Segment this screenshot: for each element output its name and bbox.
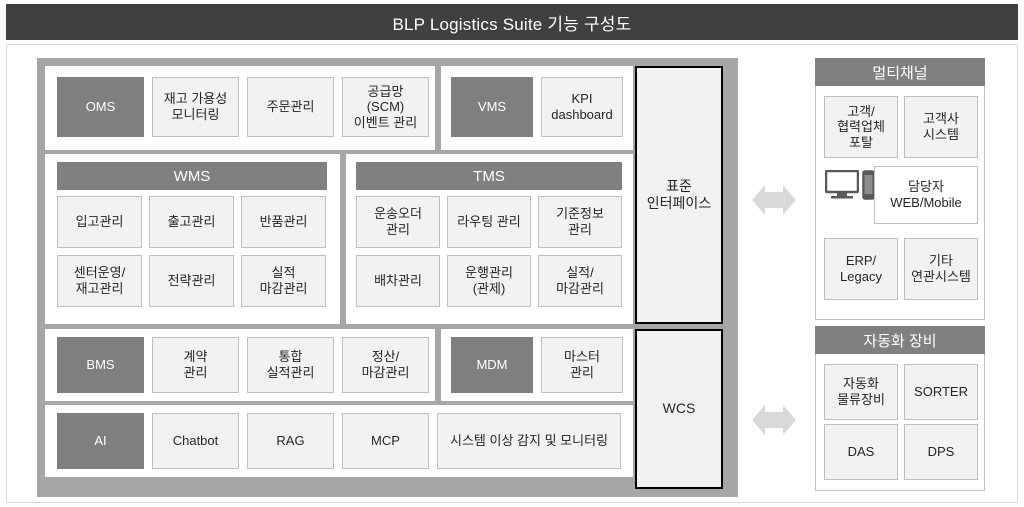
tile-dps[interactable]: DPS	[904, 424, 978, 480]
tile-mdm[interactable]: MDM	[451, 337, 533, 393]
tile-kpi-dashboard[interactable]: KPI dashboard	[541, 77, 623, 137]
automation-group: 자동화 장비 자동화 물류장비 SORTER DAS DPS	[815, 326, 985, 491]
automation-title: 자동화 장비	[815, 326, 985, 354]
tile-customer-system[interactable]: 고객사 시스템	[904, 96, 978, 158]
tile-chatbot[interactable]: Chatbot	[152, 413, 239, 469]
tile-tms-master-info[interactable]: 기준정보 관리	[538, 196, 622, 248]
tile-wms-strategy[interactable]: 전략관리	[149, 255, 234, 307]
tile-other-related-systems[interactable]: 기타 연관시스템	[904, 238, 978, 300]
tile-wms-returns[interactable]: 반품관리	[241, 196, 326, 248]
standard-interface-box[interactable]: 표준 인터페이스	[635, 66, 723, 324]
tile-wms-outbound[interactable]: 출고관리	[149, 196, 234, 248]
tile-tms-transport-order[interactable]: 운송오더 관리	[356, 196, 440, 248]
platform-container: OMS 재고 가용성 모니터링 주문관리 공급망 (SCM) 이벤트 관리 VM…	[37, 58, 738, 497]
tms-section-title: TMS	[356, 162, 622, 190]
bms-panel: BMS 계약 관리 통합 실적관리 정산/ 마감관리	[45, 329, 435, 401]
multichannel-title: 멀티채널	[815, 58, 985, 86]
tile-wms-performance-closing[interactable]: 실적 마감관리	[241, 255, 326, 307]
wcs-box[interactable]: WCS	[635, 329, 723, 489]
tile-tms-routing[interactable]: 라우팅 관리	[447, 196, 531, 248]
wms-section-title: WMS	[57, 162, 327, 190]
tile-inventory-availability-monitoring[interactable]: 재고 가용성 모니터링	[152, 77, 239, 137]
tile-sorter[interactable]: SORTER	[904, 364, 978, 420]
monitor-icon	[824, 169, 860, 205]
bidirectional-arrow-icon-bottom	[752, 399, 796, 441]
tile-tms-performance-closing[interactable]: 실적/ 마감관리	[538, 255, 622, 307]
bidirectional-arrow-icon-top	[752, 179, 796, 221]
tile-mcp[interactable]: MCP	[342, 413, 429, 469]
tile-system-anomaly-monitoring[interactable]: 시스템 이상 감지 및 모니터링	[437, 413, 621, 469]
tile-das[interactable]: DAS	[824, 424, 898, 480]
tile-tms-dispatch[interactable]: 배차관리	[356, 255, 440, 307]
tile-bms[interactable]: BMS	[57, 337, 144, 393]
oms-panel: OMS 재고 가용성 모니터링 주문관리 공급망 (SCM) 이벤트 관리	[45, 66, 435, 150]
tile-ai[interactable]: AI	[57, 413, 144, 469]
tile-order-management[interactable]: 주문관리	[247, 77, 334, 137]
mdm-panel: MDM 마스터 관리	[441, 329, 633, 401]
wms-panel: WMS 입고관리 출고관리 반품관리 센터운영/ 재고관리 전략관리 실적 마감…	[45, 154, 340, 324]
page-title: BLP Logistics Suite 기능 구성도	[6, 4, 1018, 40]
tile-settlement-closing[interactable]: 정산/ 마감관리	[342, 337, 429, 393]
tile-integrated-performance[interactable]: 통합 실적관리	[247, 337, 334, 393]
tile-erp-legacy[interactable]: ERP/ Legacy	[824, 238, 898, 300]
tile-staff-web-mobile[interactable]: 담당자 WEB/Mobile	[874, 166, 978, 224]
vms-panel: VMS KPI dashboard	[441, 66, 633, 150]
tile-vms[interactable]: VMS	[451, 77, 533, 137]
multichannel-body: 고객/ 협력업체 포탈 고객사 시스템	[815, 86, 985, 320]
tile-master-management[interactable]: 마스터 관리	[541, 337, 623, 393]
tile-tms-operation-control[interactable]: 운행관리 (관제)	[447, 255, 531, 307]
device-icons-group	[824, 169, 875, 205]
tms-panel: TMS 운송오더 관리 라우팅 관리 기준정보 관리 배차관리 운행관리 (관제…	[346, 154, 633, 324]
tile-automation-logistics-equipment[interactable]: 자동화 물류장비	[824, 364, 898, 420]
ai-panel: AI Chatbot RAG MCP 시스템 이상 감지 및 모니터링	[45, 405, 633, 477]
automation-body: 자동화 물류장비 SORTER DAS DPS	[815, 354, 985, 491]
tile-scm-event-management[interactable]: 공급망 (SCM) 이벤트 관리	[342, 77, 429, 137]
tile-oms[interactable]: OMS	[57, 77, 144, 137]
tile-wms-center-inventory[interactable]: 센터운영/ 재고관리	[57, 255, 142, 307]
tile-customer-partner-portal[interactable]: 고객/ 협력업체 포탈	[824, 96, 898, 158]
tile-wms-inbound[interactable]: 입고관리	[57, 196, 142, 248]
multichannel-group: 멀티채널 고객/ 협력업체 포탈 고객사 시스템	[815, 58, 985, 320]
tile-rag[interactable]: RAG	[247, 413, 334, 469]
tile-contract-management[interactable]: 계약 관리	[152, 337, 239, 393]
